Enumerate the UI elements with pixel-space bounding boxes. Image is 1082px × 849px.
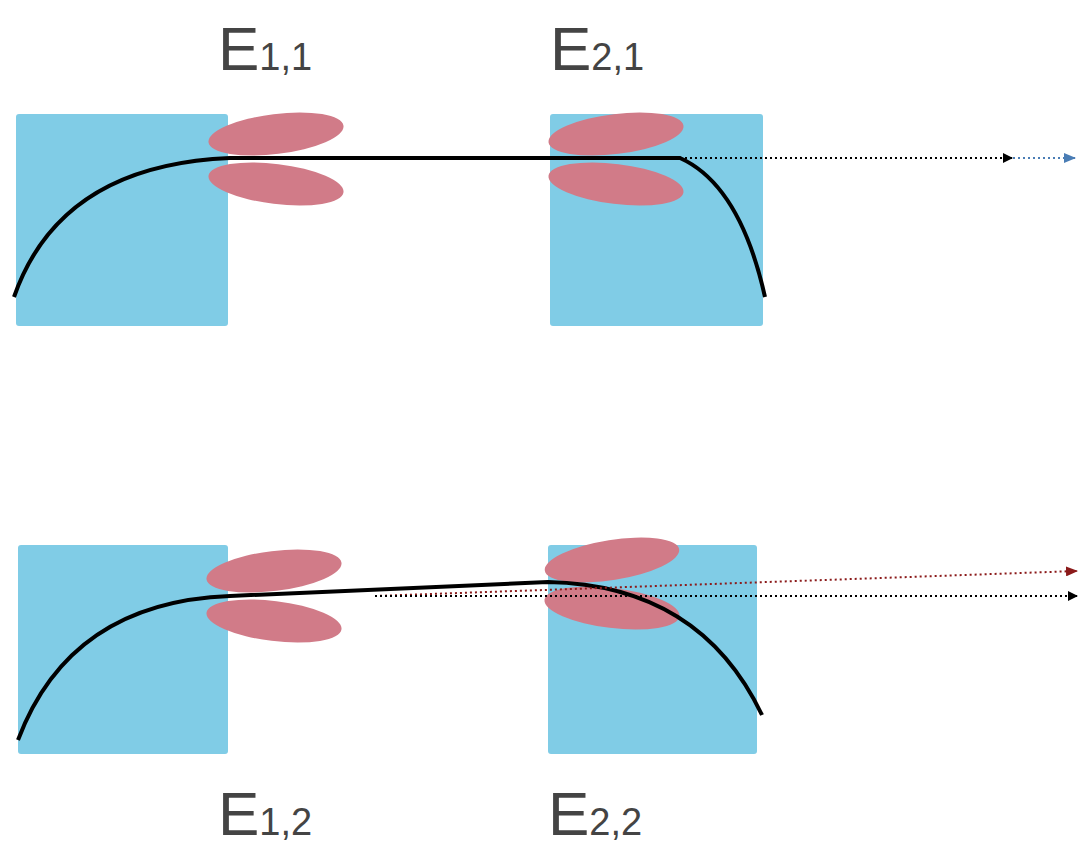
beam-lobe [206, 156, 346, 212]
dotted-ray [375, 571, 1077, 596]
energy-label: E2,2 [548, 783, 642, 845]
beam-lobe [546, 156, 686, 212]
beam-lobe [204, 593, 344, 649]
energy-label: E2,1 [550, 18, 644, 80]
trajectory [18, 582, 762, 740]
trajectory [14, 158, 765, 297]
beam-lobe [206, 106, 346, 162]
dotted-ray [1008, 157, 1075, 159]
energy-label: E1,1 [218, 18, 312, 80]
dotted-ray [375, 595, 1077, 597]
energy-label: E1,2 [218, 783, 312, 845]
magnet-block [18, 545, 228, 754]
beam-lobe [546, 106, 686, 162]
magnet-block [16, 114, 228, 326]
dotted-ray [375, 157, 1012, 159]
